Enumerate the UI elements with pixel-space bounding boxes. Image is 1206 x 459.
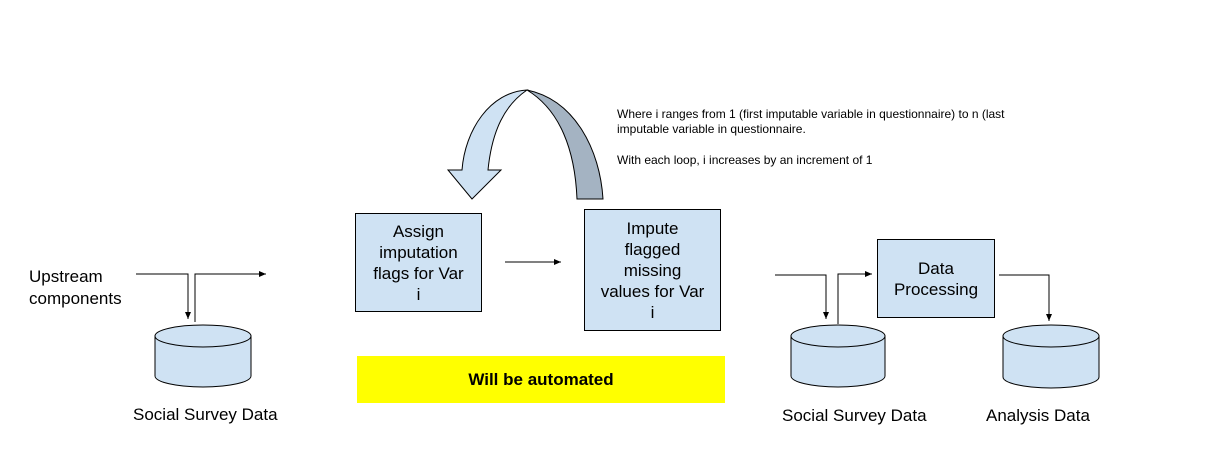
- automation-banner: Will be automated: [357, 356, 725, 403]
- upstream-label-line1: Upstream: [29, 267, 103, 286]
- data-processing-box: Data Processing: [877, 239, 995, 318]
- impute-values-line: i: [650, 302, 655, 322]
- social-survey-data-label-left: Social Survey Data: [133, 405, 278, 424]
- upstream-label-line2: components: [29, 289, 122, 308]
- database-icon-left: [154, 324, 252, 388]
- assign-flags-line: i: [416, 284, 421, 304]
- loop-arrow-icon: [446, 89, 604, 200]
- database-icon-analysis: [1002, 324, 1100, 389]
- left-connectors: [136, 271, 266, 322]
- right-connectors: [775, 271, 1052, 324]
- impute-values-box: Impute flagged missing values for Var i: [584, 209, 721, 331]
- assign-flags-box: Assign imputation flags for Var i: [355, 213, 482, 312]
- db-to-processing-arrow: [837, 271, 872, 324]
- processing-to-analysis-arrow: [999, 274, 1052, 321]
- assign-flags-line: imputation: [379, 242, 458, 262]
- loop-note-line1: Where i ranges from 1 (first imputable v…: [617, 107, 1005, 121]
- impute-values-line: values for Var: [600, 281, 705, 301]
- data-processing-line: Data: [918, 258, 954, 278]
- loop-note-line3: With each loop, i increases by an increm…: [617, 153, 873, 167]
- loop-to-db-arrow: [775, 274, 829, 319]
- assign-flags-line: flags for Var: [373, 263, 464, 283]
- social-survey-data-label-right: Social Survey Data: [782, 406, 927, 425]
- db-to-loop-arrow: [194, 271, 266, 322]
- impute-values-line: Impute: [626, 218, 679, 238]
- data-processing-line: Processing: [893, 279, 979, 299]
- upstream-to-db-arrow: [136, 273, 191, 319]
- database-icon-survey-right: [790, 324, 886, 388]
- loop-arrow-back: [526, 89, 604, 200]
- loop-arrow-front: [446, 89, 529, 200]
- assign-flags-line: Assign: [392, 221, 444, 241]
- impute-values-line: missing: [623, 260, 682, 280]
- analysis-data-label: Analysis Data: [986, 406, 1090, 425]
- loop-note-line2: imputable variable in questionnaire.: [617, 122, 806, 136]
- impute-values-line: flagged: [624, 239, 681, 259]
- automation-banner-text: Will be automated: [468, 369, 614, 389]
